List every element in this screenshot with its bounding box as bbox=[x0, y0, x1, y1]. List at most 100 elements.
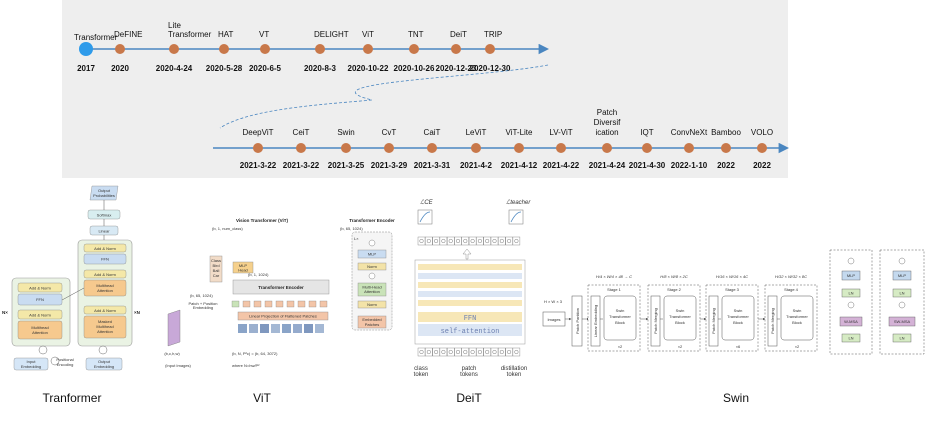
swin-patch-merging bbox=[708, 295, 719, 347]
swin-mlp-1 bbox=[841, 270, 861, 281]
timeline-node bbox=[115, 44, 125, 54]
svg-text:Linear Projection of Flattened: Linear Projection of Flattened Patches bbox=[249, 314, 317, 319]
vit-transformer-encoder bbox=[232, 279, 330, 295]
timeline-node bbox=[79, 42, 93, 56]
timeline-node bbox=[471, 143, 481, 153]
svg-text:×N: ×N bbox=[134, 310, 140, 315]
svg-text:Multihead: Multihead bbox=[31, 325, 48, 330]
timeline-node bbox=[514, 143, 524, 153]
svg-text:Block: Block bbox=[792, 320, 802, 325]
swin-ln-3 bbox=[892, 288, 912, 298]
svg-text:Add & Norm: Add & Norm bbox=[94, 272, 116, 277]
swin-repeat: ×2 bbox=[618, 344, 623, 349]
timeline-date: 2021-4-12 bbox=[501, 161, 538, 170]
timeline-node bbox=[721, 143, 731, 153]
svg-text:Add & Norm: Add & Norm bbox=[29, 286, 51, 291]
svg-text:Multihead: Multihead bbox=[96, 283, 113, 288]
svg-text:Block: Block bbox=[733, 320, 743, 325]
timeline-node bbox=[169, 44, 179, 54]
svg-text:Multihead: Multihead bbox=[96, 324, 113, 329]
timeline-node bbox=[260, 44, 270, 54]
timeline-node bbox=[684, 143, 694, 153]
swin-ln-4 bbox=[892, 333, 912, 343]
svg-text:Class: Class bbox=[211, 258, 221, 263]
timeline-node bbox=[341, 143, 351, 153]
svg-text:Multi-Head: Multi-Head bbox=[362, 285, 381, 290]
swin-patch-merging bbox=[767, 295, 778, 347]
pos-enc-add-left bbox=[38, 345, 48, 355]
mlp-head bbox=[232, 261, 254, 274]
vit-diagram: Vision Transformer (ViT) (b, 1, num_clas… bbox=[164, 218, 395, 368]
svg-text:patch: patch bbox=[462, 366, 477, 372]
svg-text:LN: LN bbox=[848, 336, 853, 341]
timeline-date: 2020-12-23 bbox=[436, 64, 477, 73]
vit-token-row bbox=[231, 300, 328, 308]
deit-band-4 bbox=[418, 291, 522, 297]
timeline-label: DELIGHT bbox=[314, 30, 349, 39]
svg-text:MLP: MLP bbox=[847, 273, 856, 278]
swin-stage-shape: H/4 × W/4 × 48 → C bbox=[596, 274, 632, 279]
svg-text:Masked: Masked bbox=[98, 319, 112, 324]
svg-text:Transformer Encoder: Transformer Encoder bbox=[258, 285, 304, 290]
timeline-label: Patch bbox=[597, 108, 617, 117]
svg-text:FFN: FFN bbox=[101, 257, 109, 262]
swin-stage-label: Stage 4 bbox=[784, 287, 799, 292]
timeline-node bbox=[427, 143, 437, 153]
timeline-date: 2021-4-24 bbox=[589, 161, 626, 170]
timeline-label: ViT-Lite bbox=[506, 128, 534, 137]
timeline-label: TNT bbox=[408, 30, 424, 39]
timeline-label: VT bbox=[259, 30, 269, 39]
swin-layer-label: Patch Merging bbox=[653, 308, 658, 334]
svg-text:Attention: Attention bbox=[97, 288, 113, 293]
decoder-masked-mha bbox=[83, 315, 127, 339]
encoder-detail bbox=[351, 231, 393, 331]
svg-text:Ball: Ball bbox=[213, 268, 220, 273]
deit-teacher-head bbox=[508, 209, 524, 225]
output-probabilities bbox=[89, 185, 119, 201]
svg-text:Embedding: Embedding bbox=[21, 364, 41, 369]
svg-text:Positional: Positional bbox=[56, 357, 73, 362]
deit-ffn bbox=[418, 312, 522, 322]
svg-text:LN: LN bbox=[848, 291, 853, 296]
deit-self-attention bbox=[418, 324, 522, 336]
timeline-label: Swin bbox=[337, 128, 354, 137]
swin-transformer-block bbox=[721, 295, 755, 341]
caption-swin: Swin bbox=[723, 391, 749, 405]
timeline-node bbox=[253, 143, 263, 153]
swin-repeat: ×6 bbox=[736, 344, 741, 349]
svg-text:Block: Block bbox=[675, 320, 685, 325]
timeline-date: 2021-4-2 bbox=[460, 161, 493, 170]
svg-text:Images: Images bbox=[547, 317, 560, 322]
decoder-add-norm-1 bbox=[83, 243, 127, 253]
deit-input-tokens bbox=[417, 347, 521, 357]
input-embedding bbox=[13, 357, 49, 371]
class-head-box bbox=[209, 255, 223, 283]
timeline-date: 2020-12-30 bbox=[470, 64, 511, 73]
timeline-label: IQT bbox=[640, 128, 653, 137]
deit-band-2 bbox=[418, 273, 522, 279]
swin-transformer-block bbox=[780, 295, 814, 341]
timeline-node bbox=[602, 143, 612, 153]
timeline-node bbox=[409, 44, 419, 54]
swin-ln-2 bbox=[841, 333, 861, 343]
timeline-date: 2021-4-22 bbox=[543, 161, 580, 170]
timeline-label: Diversif bbox=[594, 118, 621, 127]
timeline-label: CaiT bbox=[424, 128, 441, 137]
svg-text:Patches: Patches bbox=[365, 322, 379, 327]
swin-patch-merging bbox=[650, 295, 661, 347]
svg-text:Norm: Norm bbox=[367, 302, 377, 307]
deit-up-arrow-top bbox=[462, 248, 472, 260]
svg-text:Add & Norm: Add & Norm bbox=[94, 308, 116, 313]
swin-layer-label: Linear Embedding bbox=[593, 305, 598, 337]
svg-text:Embedding: Embedding bbox=[94, 364, 114, 369]
svg-text:Softmax: Softmax bbox=[97, 213, 112, 218]
svg-text:self-attention: self-attention bbox=[441, 328, 500, 336]
timeline-label: Transformer bbox=[168, 30, 212, 39]
svg-text:(b, 1, num_class): (b, 1, num_class) bbox=[212, 226, 243, 231]
svg-text:(b, 1, 1024): (b, 1, 1024) bbox=[248, 272, 269, 277]
svg-text:FFN: FFN bbox=[36, 297, 44, 302]
swin-mlp-2 bbox=[892, 270, 912, 281]
svg-text:class: class bbox=[414, 366, 428, 372]
timeline-node bbox=[642, 143, 652, 153]
deit-band-3 bbox=[418, 282, 522, 288]
